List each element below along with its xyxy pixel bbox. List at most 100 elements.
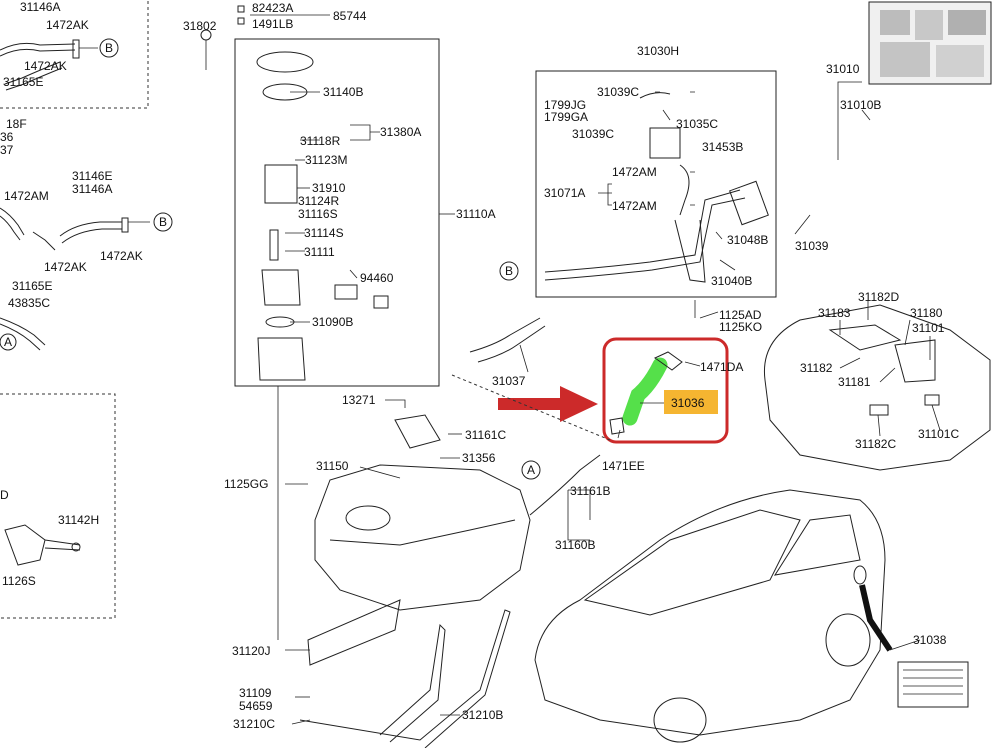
label-31114S: 31114S (304, 226, 344, 240)
label-31037: 31037 (492, 374, 526, 388)
label-31124R: 31124R (298, 194, 339, 208)
clamp-1471DA (654, 351, 683, 371)
filler-neck-parts (544, 92, 769, 283)
tank-cover-assembly (763, 304, 991, 471)
label-31182C: 31182C (855, 437, 896, 451)
label-31146E: 31146E (72, 169, 112, 183)
label-31040B: 31040B (711, 274, 752, 288)
label-31010B: 31010B (840, 98, 881, 112)
label-31165E-b: 31165E (12, 279, 52, 293)
label-31010: 31010 (826, 62, 860, 76)
label-1472AM-b: 1472AM (612, 165, 657, 179)
label-31116S: 31116S (298, 207, 338, 221)
label-31101C: 31101C (918, 427, 959, 441)
label-31039C-b: 31039C (572, 127, 614, 141)
label-D: D (0, 488, 9, 502)
highlight-frame (602, 337, 729, 444)
label-31161B: 31161B (570, 484, 610, 498)
label-1471DA: 1471DA (700, 360, 743, 374)
label-1491LB: 1491LB (252, 17, 293, 31)
label-1472AK-c: 1472AK (44, 260, 87, 274)
car-illustration (534, 489, 969, 743)
marker-b-2: B (159, 215, 167, 229)
label-31036: 31036 (671, 396, 705, 410)
fuel-pump-box (234, 38, 440, 387)
label-31181: 31181 (838, 375, 871, 389)
marker-b-3: B (505, 264, 513, 278)
label-31111: 31111 (304, 245, 335, 259)
label-31123M: 31123M (305, 153, 347, 167)
label-31356: 31356 (462, 451, 496, 465)
label-82423A: 82423A (252, 1, 293, 15)
marker-b-1: B (105, 41, 113, 55)
label-1472AK-d: 1472AK (100, 249, 143, 263)
circle-markers: B B A B A (0, 38, 541, 480)
label-37: 37 (0, 143, 14, 157)
label-31182D: 31182D (858, 290, 899, 304)
label-1472AM-a: 1472AM (4, 189, 49, 203)
label-1472AK-a: 1472AK (46, 18, 89, 32)
label-31109: 31109 (239, 686, 272, 700)
clamp-1471EE (609, 417, 625, 435)
label-31161C: 31161C (465, 428, 506, 442)
label-31035C: 31035C (676, 117, 718, 131)
label-31160B: 31160B (555, 538, 595, 552)
label-36: 36 (0, 130, 14, 144)
label-31180: 31180 (910, 306, 943, 320)
label-31380A: 31380A (380, 125, 421, 139)
left-bottom-subdiagram (0, 393, 116, 619)
left-mid-subdiagram (0, 207, 150, 351)
label-31210B: 31210B (462, 708, 503, 722)
label-31118R: 31118R (300, 134, 341, 148)
label-94460: 94460 (360, 271, 394, 285)
label-31038: 31038 (913, 633, 947, 647)
highlighted-hose-31036 (622, 357, 668, 426)
label-31182: 31182 (800, 361, 833, 375)
label-43835C: 43835C (8, 296, 50, 310)
label-85744: 85744 (333, 9, 367, 23)
fuel-pump-parts (200, 5, 389, 381)
label-31150: 31150 (316, 459, 349, 473)
label-31110A: 31110A (456, 207, 496, 221)
label-1472AK-b: 1472AK (24, 59, 67, 73)
label-31453B: 31453B (702, 140, 743, 154)
label-31165E-a: 31165E (3, 75, 43, 89)
label-1125KO: 1125KO (719, 320, 762, 334)
hose-31037 (469, 317, 546, 363)
label-31039: 31039 (795, 239, 829, 253)
dashed-leader (451, 374, 611, 441)
leader-lines (250, 14, 941, 725)
pointer-arrow (498, 386, 598, 422)
label-1799GA: 1799GA (544, 110, 588, 124)
label-1125AD: 1125AD (719, 308, 762, 322)
thumbnail-inset (868, 1, 992, 85)
label-31146A-b: 31146A (72, 182, 112, 196)
label-1126S: 1126S (2, 574, 36, 588)
highlight-label-bg (664, 390, 718, 414)
label-31048B: 31048B (727, 233, 768, 247)
label-1472AM-c: 1472AM (612, 199, 657, 213)
label-31120J: 31120J (232, 644, 270, 658)
label-31802: 31802 (183, 19, 217, 33)
label-31146A: 31146A (20, 0, 60, 14)
label-18F: 18F (6, 117, 27, 131)
left-top-subdiagram (0, 0, 149, 109)
label-31030H: 31030H (637, 44, 679, 58)
label-31140B: 31140B (323, 85, 363, 99)
label-31142H: 31142H (58, 513, 99, 527)
label-31910: 31910 (312, 181, 346, 195)
part-labels: 31146A 1472AK 1472AK 31165E 18F 36 37 31… (0, 0, 959, 731)
marker-a-1: A (4, 335, 12, 349)
label-1125GG: 1125GG (224, 477, 268, 491)
marker-a-2: A (527, 463, 535, 477)
fuel-tank (299, 414, 601, 748)
label-13271: 13271 (342, 393, 376, 407)
label-54659: 54659 (239, 699, 273, 713)
filler-neck-box (535, 70, 777, 298)
label-31101: 31101 (912, 321, 945, 335)
label-31039C-a: 31039C (597, 85, 639, 99)
label-31183: 31183 (818, 306, 851, 320)
label-31071A: 31071A (544, 186, 585, 200)
